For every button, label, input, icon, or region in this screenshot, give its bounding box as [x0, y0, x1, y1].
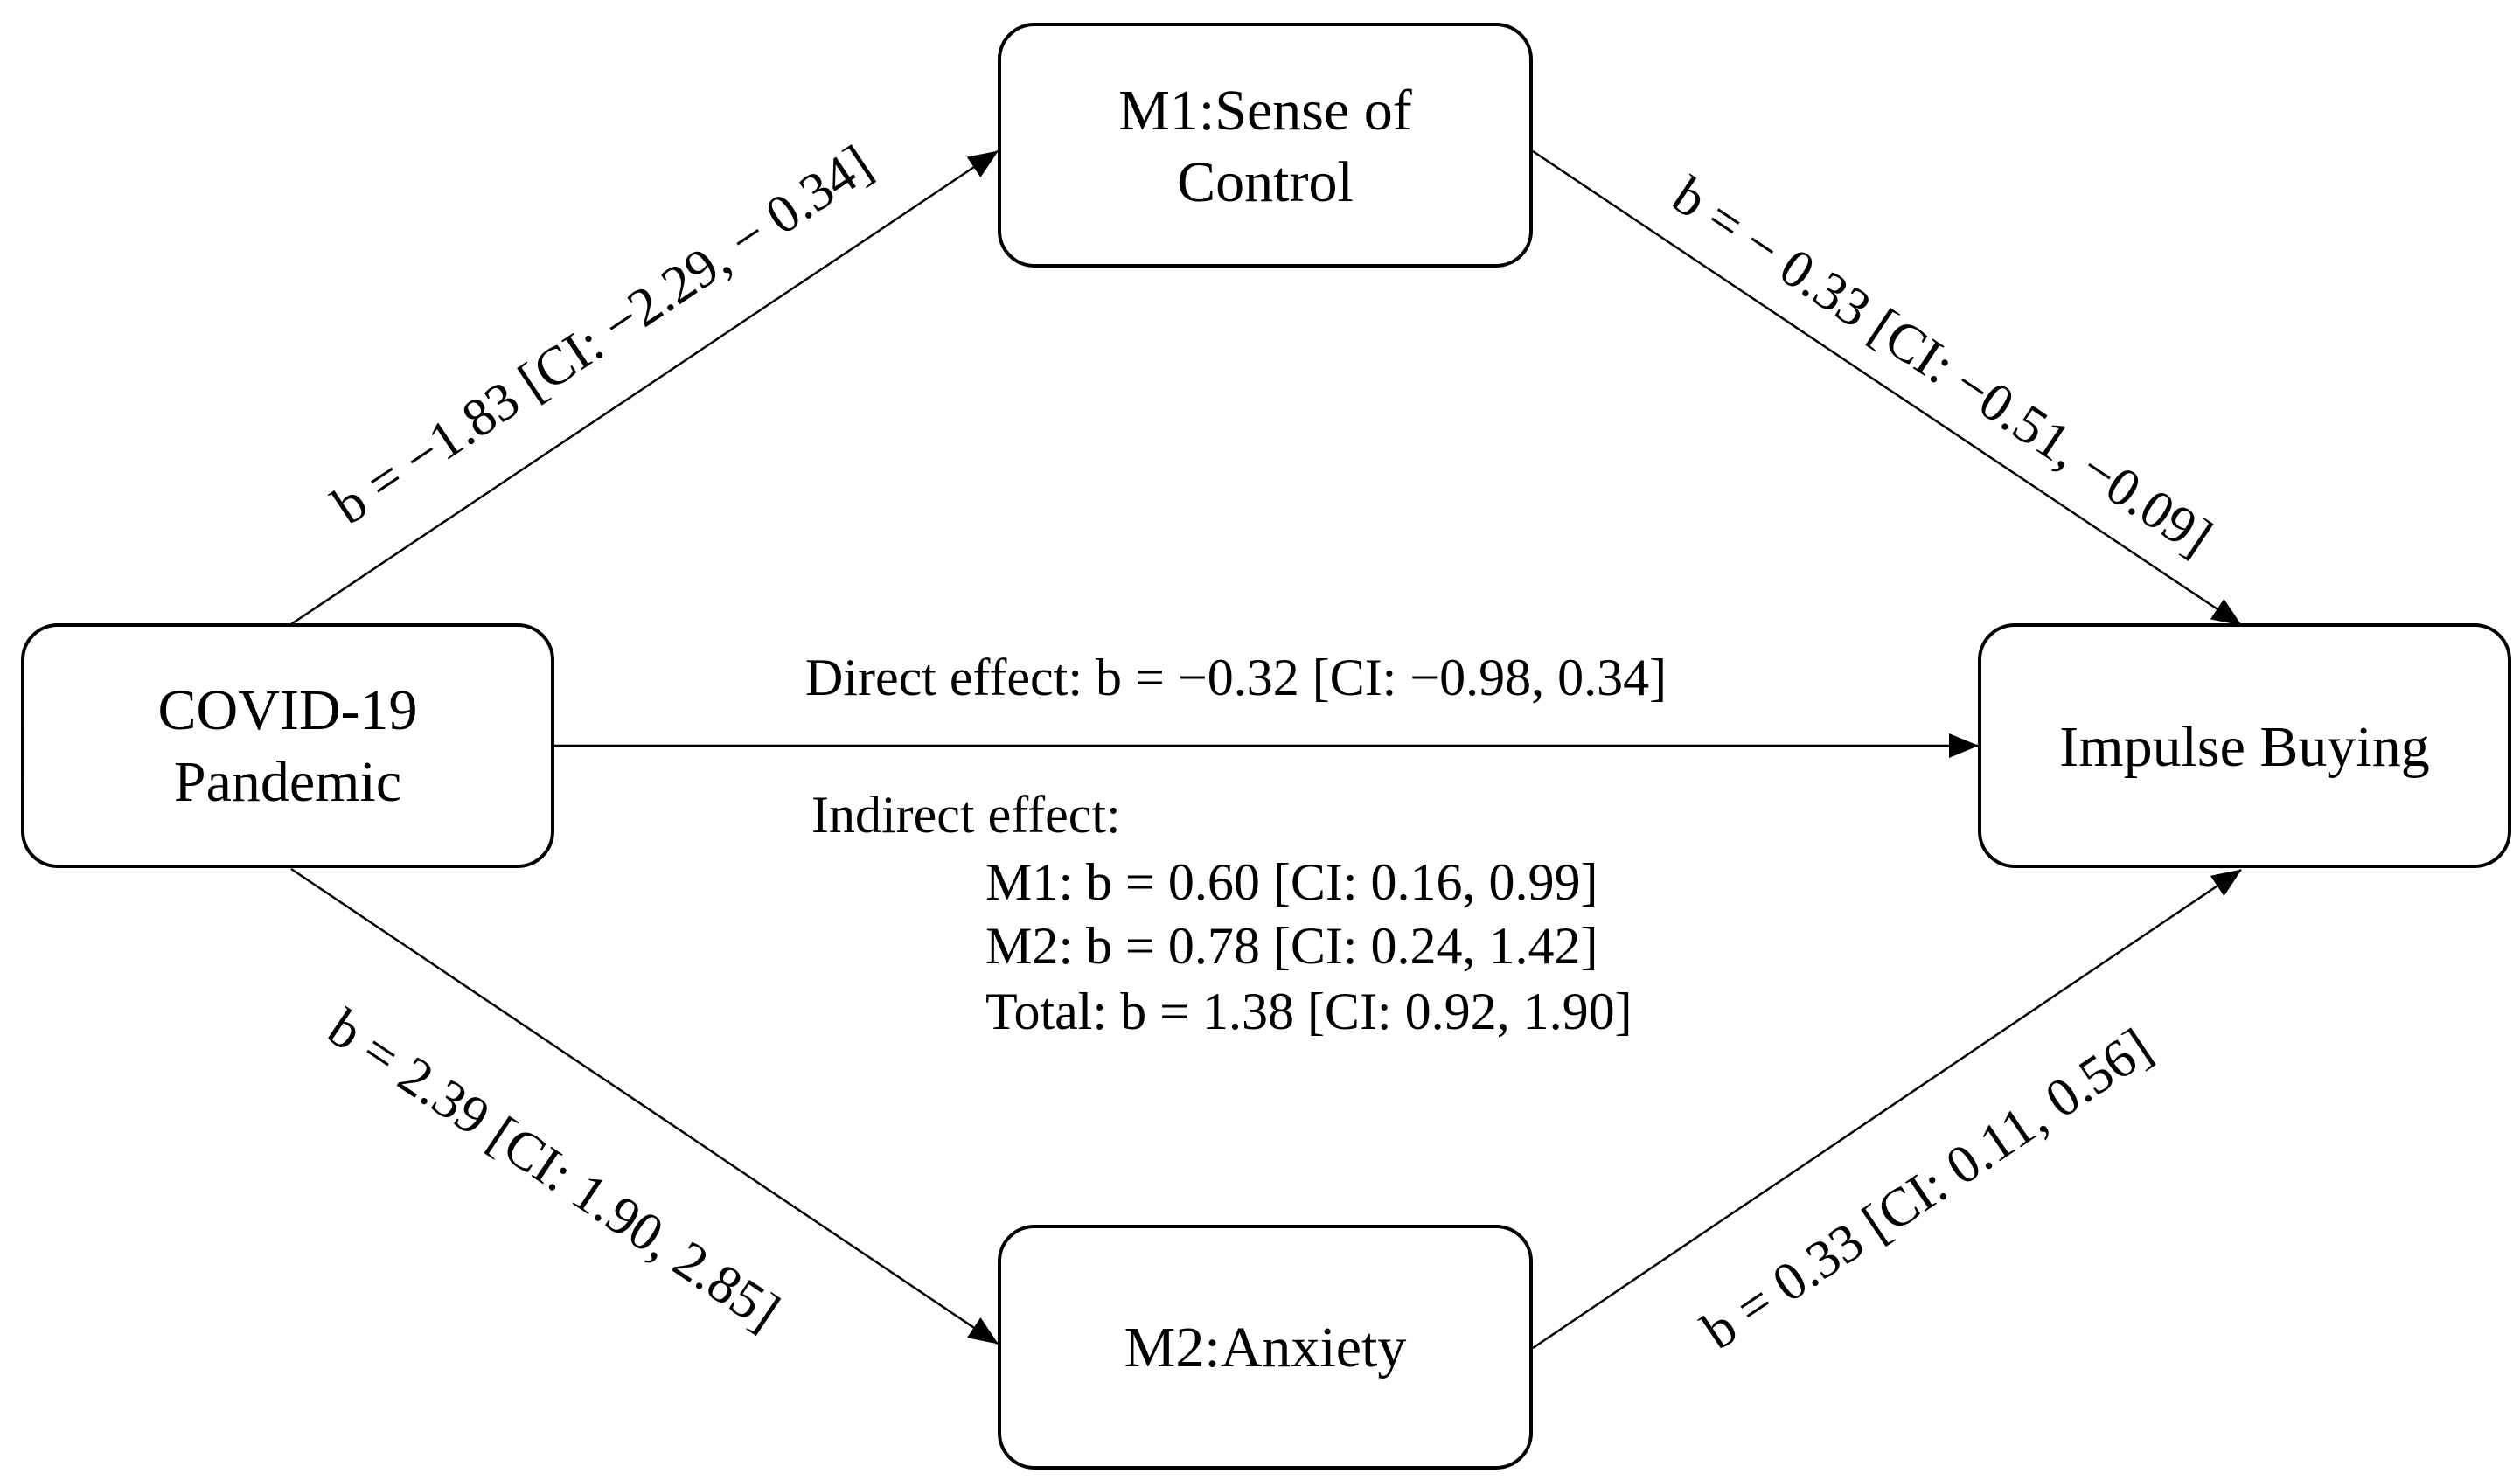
label-direct-effect: Direct effect: b = −0.32 [CI: −0.98, 0.3… [805, 649, 1667, 706]
indirect-effect-m1: M1: b = 0.60 [CI: 0.16, 0.99] [985, 853, 1598, 911]
arrow-m2-to-impulse [1532, 868, 2242, 1350]
arrow-covid-to-m1 [290, 149, 999, 626]
indirect-effect-total: Total: b = 1.38 [CI: 0.92, 1.90] [985, 983, 1632, 1040]
node-impulse-buying: Impulse Buying [1978, 623, 2511, 868]
node-m1-label-line1: M1:Sense of [1118, 79, 1412, 142]
arrow-covid-to-m2 [290, 867, 999, 1345]
indirect-effect-block: Indirect effect: M1: b = 0.60 [CI: 0.16,… [811, 786, 1632, 1040]
label-covid-to-m2: b = 2.39 [CI: 1.90, 2.85] [317, 997, 790, 1342]
label-m2-to-impulse: b = 0.33 [CI: 0.11, 0.56] [1692, 1018, 2162, 1361]
node-m2-label: M2:Anxiety [1124, 1316, 1407, 1379]
label-covid-to-m1: b = −1.83 [CI: −2.29, − 0.34] [323, 134, 883, 536]
indirect-effect-m2: M2: b = 0.78 [CI: 0.24, 1.42] [985, 917, 1598, 975]
arrow-m1-to-impulse [1532, 149, 2242, 627]
node-covid-19-pandemic: COVID-19 Pandemic [21, 623, 554, 868]
label-m1-to-impulse: b = − 0.33 [CI: −0.51, −0.09] [1662, 165, 2223, 567]
node-covid-label-line1: COVID-19 [158, 678, 418, 742]
node-m1-label-line2: Control [1177, 150, 1354, 214]
node-covid-label-line2: Pandemic [174, 750, 401, 814]
node-impulse-label: Impulse Buying [2059, 715, 2430, 779]
node-m1-sense-of-control: M1:Sense of Control [998, 23, 1533, 268]
node-m2-anxiety: M2:Anxiety [998, 1225, 1533, 1470]
indirect-effect-heading: Indirect effect: [811, 786, 1121, 844]
